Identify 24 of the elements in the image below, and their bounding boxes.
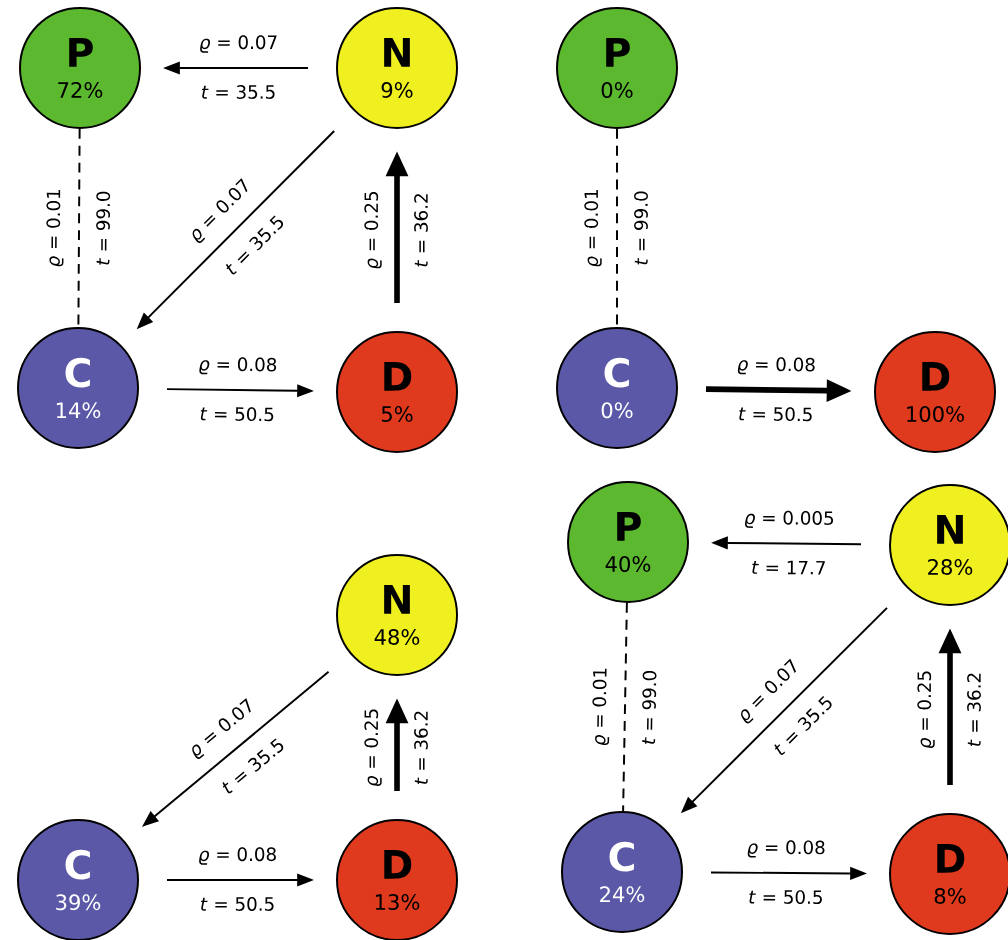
edge-label: ϱ = 0.01 [584,190,602,267]
time-label: t = 50.5 [739,407,812,422]
time-label: t = 50.5 [200,407,274,422]
edge-label: ϱ = 0.25 [364,192,382,269]
time-label: t = 36.2 [414,194,428,267]
time-label: t = 35.5 [202,85,275,99]
edge-label: ϱ = 0.07 [200,35,277,53]
time-label: t = 36.2 [414,711,428,784]
edge-label: ϱ = 0.01 [46,189,64,267]
edge-label: ϱ = 0.25 [917,671,935,748]
edge-label: ϱ = 0.01 [592,668,610,745]
edge-label: ϱ = 0.08 [737,357,815,375]
edge-label: ϱ = 0.25 [364,709,382,786]
time-label: t = 99.0 [96,191,111,265]
time-label: t = 50.5 [749,890,822,905]
time-label: t = 99.0 [642,671,657,744]
time-label: t = 99.0 [634,191,648,265]
time-label: t = 50.5 [201,897,274,911]
edge-label: ϱ = 0.005 [745,510,834,528]
edge-label: ϱ = 0.08 [747,840,825,858]
edge-label: ϱ = 0.08 [199,357,277,375]
time-label: t = 36.2 [967,673,981,747]
time-label: t = 17.7 [752,560,825,575]
edge-label: ϱ = 0.08 [199,847,276,865]
